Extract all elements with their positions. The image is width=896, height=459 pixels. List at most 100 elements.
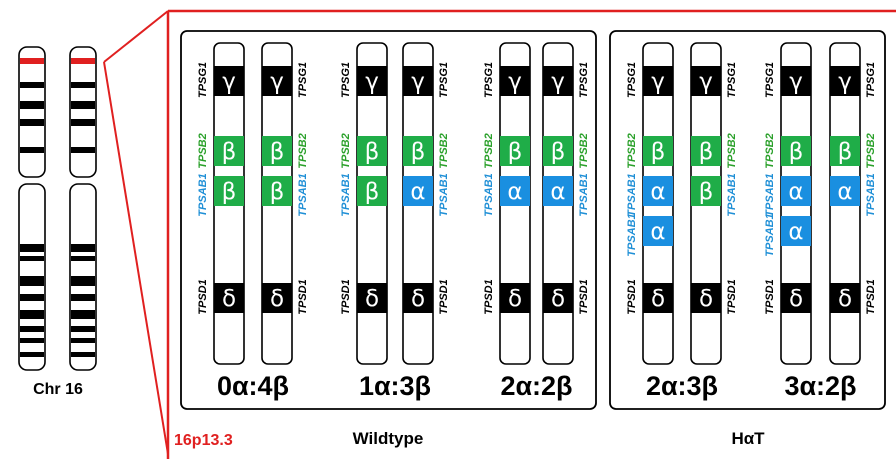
svg-text:γ: γ bbox=[222, 69, 236, 95]
gene-label-tpsg1: TPSG1 bbox=[438, 62, 450, 98]
delta-gene-box: δ bbox=[500, 283, 530, 313]
gamma-gene-box: γ bbox=[691, 66, 721, 96]
gamma-gene-box: γ bbox=[643, 66, 673, 96]
gene-label-tpsg1: TPSG1 bbox=[764, 62, 776, 98]
gamma-gene-box: γ bbox=[403, 66, 433, 96]
ratio-label: 2α:2β bbox=[500, 371, 572, 401]
gene-label-slot-1: TPSB2 bbox=[865, 133, 877, 168]
chromosome-ideogram bbox=[69, 46, 97, 371]
svg-text:δ: δ bbox=[789, 286, 803, 312]
gamma-gene-box: γ bbox=[214, 66, 244, 96]
svg-text:β: β bbox=[222, 139, 237, 165]
svg-text:β: β bbox=[222, 179, 237, 205]
alpha-gene-box: α bbox=[830, 176, 860, 206]
svg-text:δ: δ bbox=[365, 286, 379, 312]
svg-text:α: α bbox=[788, 219, 803, 245]
gene-label-slot-1: TPSB2 bbox=[197, 133, 209, 168]
hat-panel bbox=[609, 30, 886, 410]
svg-text:γ: γ bbox=[651, 69, 665, 95]
region-band bbox=[71, 58, 95, 64]
svg-text:β: β bbox=[508, 139, 523, 165]
ratio-label: 2α:3β bbox=[646, 371, 718, 401]
gene-label-tpsg1: TPSG1 bbox=[578, 62, 590, 98]
haplotype-diagrams: γδββTPSG1TPSD1TPSB2TPSAB1γδββTPSG1TPSD1T… bbox=[197, 42, 877, 365]
gene-label-slot-2: TPSAB1 bbox=[483, 173, 495, 216]
gene-label-slot-1: TPSB2 bbox=[578, 133, 590, 168]
svg-text:δ: δ bbox=[508, 286, 522, 312]
gene-label-slot-1: TPSB2 bbox=[764, 133, 776, 168]
svg-text:α: α bbox=[837, 179, 852, 205]
delta-gene-box: δ bbox=[543, 283, 573, 313]
svg-text:β: β bbox=[411, 139, 426, 165]
svg-text:β: β bbox=[699, 139, 714, 165]
ratio-label: 1α:3β bbox=[359, 371, 431, 401]
alpha-gene-box: α bbox=[781, 176, 811, 206]
gene-label-slot-1: TPSB2 bbox=[626, 133, 638, 168]
gene-label-tpsd1: TPSD1 bbox=[726, 279, 738, 314]
gene-label-slot-1: TPSB2 bbox=[483, 133, 495, 168]
svg-text:β: β bbox=[789, 139, 804, 165]
gene-label-tpsg1: TPSG1 bbox=[865, 62, 877, 98]
svg-text:γ: γ bbox=[270, 69, 284, 95]
svg-text:β: β bbox=[699, 179, 714, 205]
svg-text:γ: γ bbox=[411, 69, 425, 95]
region-label: 16p13.3 bbox=[174, 432, 233, 449]
ratio-label: 0α:4β bbox=[217, 371, 289, 401]
beta-gene-box: β bbox=[830, 136, 860, 166]
beta-gene-box: β bbox=[214, 136, 244, 166]
beta-gene-box: β bbox=[262, 176, 292, 206]
alpha-gene-box: α bbox=[500, 176, 530, 206]
svg-text:α: α bbox=[410, 179, 425, 205]
gene-label-slot-1: TPSB2 bbox=[726, 133, 738, 168]
svg-text:α: α bbox=[507, 179, 522, 205]
svg-text:δ: δ bbox=[838, 286, 852, 312]
gene-label-tpsg1: TPSG1 bbox=[483, 62, 495, 98]
svg-text:γ: γ bbox=[789, 69, 803, 95]
gene-label-slot-2: TPSAB1 bbox=[626, 173, 638, 216]
chromosome-16-ideograms bbox=[18, 46, 97, 371]
gene-label-tpsd1: TPSD1 bbox=[865, 279, 877, 314]
gene-label-slot-1: TPSB2 bbox=[438, 133, 450, 168]
delta-gene-box: δ bbox=[214, 283, 244, 313]
gene-label-slot-2: TPSAB1 bbox=[764, 173, 776, 216]
gene-label-tpsg1: TPSG1 bbox=[197, 62, 209, 98]
alpha-gene-box: α bbox=[403, 176, 433, 206]
svg-text:γ: γ bbox=[365, 69, 379, 95]
alpha-gene-box: α bbox=[643, 176, 673, 206]
beta-gene-box: β bbox=[643, 136, 673, 166]
beta-gene-box: β bbox=[357, 136, 387, 166]
gene-label-slot-2: TPSAB1 bbox=[340, 173, 352, 216]
gene-label-slot-2: TPSAB1 bbox=[297, 173, 309, 216]
chromosome-label: Chr 16 bbox=[33, 381, 83, 398]
svg-text:δ: δ bbox=[270, 286, 284, 312]
svg-text:β: β bbox=[365, 179, 380, 205]
delta-gene-box: δ bbox=[403, 283, 433, 313]
svg-text:γ: γ bbox=[551, 69, 565, 95]
svg-text:α: α bbox=[650, 179, 665, 205]
beta-gene-box: β bbox=[214, 176, 244, 206]
gene-label-tpsd1: TPSD1 bbox=[764, 279, 776, 314]
beta-gene-box: β bbox=[262, 136, 292, 166]
gamma-gene-box: γ bbox=[357, 66, 387, 96]
svg-text:β: β bbox=[270, 179, 285, 205]
beta-gene-box: β bbox=[500, 136, 530, 166]
gamma-gene-box: γ bbox=[500, 66, 530, 96]
beta-gene-box: β bbox=[543, 136, 573, 166]
gene-label-slot-2: TPSAB1 bbox=[865, 173, 877, 216]
gene-label-tpsg1: TPSG1 bbox=[726, 62, 738, 98]
hat-label: HαT bbox=[731, 429, 765, 448]
delta-gene-box: δ bbox=[262, 283, 292, 313]
beta-gene-box: β bbox=[403, 136, 433, 166]
svg-text:δ: δ bbox=[651, 286, 665, 312]
svg-text:α: α bbox=[788, 179, 803, 205]
gene-label-tpsd1: TPSD1 bbox=[297, 279, 309, 314]
